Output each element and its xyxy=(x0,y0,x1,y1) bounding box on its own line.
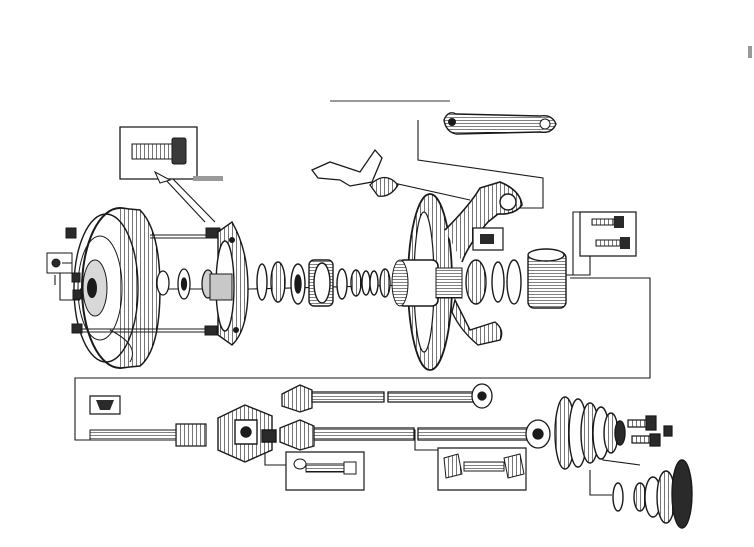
drum-bolts xyxy=(47,228,82,333)
drive-shaft-assembly xyxy=(90,396,206,446)
universal-joint xyxy=(218,405,276,462)
hub-flange xyxy=(210,222,248,345)
centre-marks xyxy=(330,46,752,102)
threaded-sleeve xyxy=(466,249,566,308)
wheel-stud-callout xyxy=(120,127,223,183)
brake-drum xyxy=(74,208,160,368)
rubber-boot xyxy=(555,397,625,469)
brake-backing-plate xyxy=(392,194,462,370)
hub-bearings xyxy=(257,260,390,306)
bolt-set xyxy=(580,212,636,256)
spacer-rings xyxy=(157,269,214,299)
bracket-clip xyxy=(312,150,398,196)
small-rubber-boot xyxy=(613,460,692,528)
steering-arm xyxy=(444,113,556,134)
boot-clamp-kit xyxy=(286,448,526,490)
steering-knuckle xyxy=(445,182,522,345)
long-drive-shaft xyxy=(280,384,550,450)
hub-studs xyxy=(80,228,220,335)
wheel-stud xyxy=(132,138,186,164)
nut-bolt-kit xyxy=(628,416,672,446)
